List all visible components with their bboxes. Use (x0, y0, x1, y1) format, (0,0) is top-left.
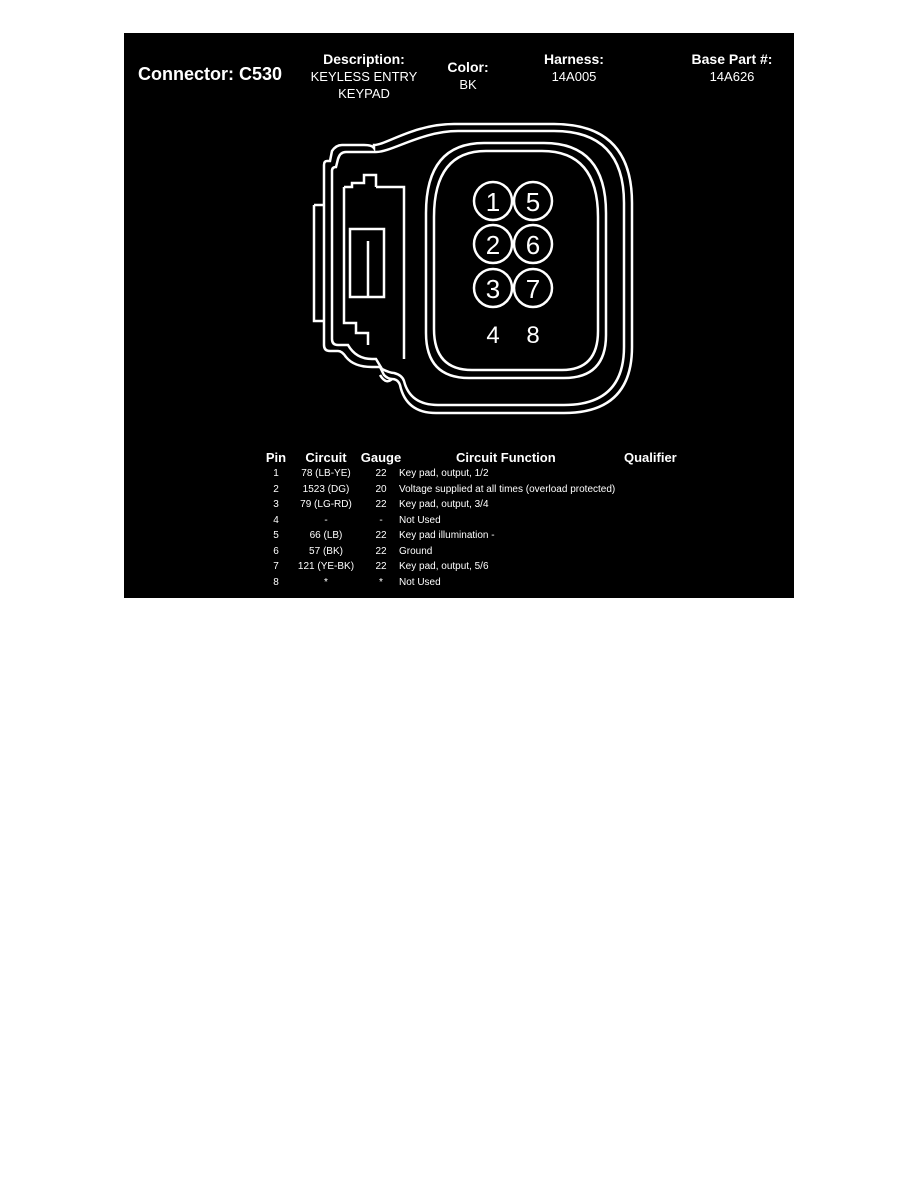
table-row: 6 57 (BK) 22 Ground (256, 546, 776, 561)
harness-label: Harness: (544, 51, 604, 67)
wire-gauge: 22 (375, 468, 387, 479)
circuit-id: 57 (BK) (309, 545, 343, 557)
circuit-id: 1523 (DG) (302, 483, 350, 495)
cavity-5: 5 (512, 180, 554, 222)
pin-number: 4 (273, 514, 279, 526)
table-row: 7 121 (YE-BK) 22 Key pad, output, 5/6 (256, 561, 776, 576)
cavity-5-label: 5 (526, 187, 540, 217)
header-circuit-function: Circuit Function (456, 450, 556, 465)
cavity-1: 1 (472, 180, 514, 222)
wire-gauge: 20 (375, 483, 387, 495)
cavity-6: 6 (512, 223, 554, 265)
pin-number: 6 (273, 545, 279, 557)
cavity-8-label: 8 (526, 322, 539, 349)
wire-gauge: * (379, 576, 383, 588)
header-pin: Pin (265, 450, 287, 465)
description-value: KEYLESS ENTRY KEYPAD (310, 69, 418, 101)
header-gauge: Gauge (360, 450, 402, 465)
pin-number: 3 (273, 499, 279, 510)
circuit-function: Ground (399, 545, 433, 557)
pin-table-header: Pin Circuit Gauge Circuit Function Quali… (256, 450, 776, 465)
pin-cavities: 1 5 2 6 3 7 4 8 (472, 180, 554, 349)
table-row: 3 79 (LG-RD) 22 Key pad, output, 3/4 (256, 499, 776, 514)
wire-gauge: 22 (375, 530, 387, 541)
circuit-id: - (324, 514, 328, 526)
wire-gauge: 22 (375, 545, 387, 557)
circuit-function: Key pad, output, 5/6 (399, 561, 489, 572)
table-row: 8 * * Not Used (256, 577, 776, 592)
table-row: 2 1523 (DG) 20 Voltage supplied at all t… (256, 484, 776, 499)
description-block: Description: KEYLESS ENTRY KEYPAD (304, 51, 424, 102)
color-label: Color: (447, 59, 489, 75)
circuit-id: 121 (YE-BK) (297, 561, 355, 572)
wire-gauge: 22 (375, 499, 387, 510)
circuit-id: 78 (LB-YE) (301, 468, 351, 479)
cavity-4-label: 4 (486, 322, 499, 349)
circuit-function: Voltage supplied at all times (overload … (399, 483, 616, 495)
header-circuit: Circuit (305, 450, 347, 465)
pin-number: 2 (273, 483, 279, 495)
cavity-3: 3 (472, 267, 514, 309)
cavity-2: 2 (472, 223, 514, 265)
color-block: Color: BK (438, 59, 498, 93)
circuit-id: * (324, 576, 328, 588)
connector-panel: Connector: C530 Description: KEYLESS ENT… (124, 33, 794, 598)
base-part-label: Base Part #: (691, 51, 773, 67)
circuit-function: Key pad, output, 1/2 (399, 468, 489, 479)
table-row: 4 - - Not Used (256, 515, 776, 530)
circuit-id: 79 (LG-RD) (300, 499, 352, 510)
cavity-7: 7 (512, 267, 554, 309)
cavity-2-label: 2 (486, 230, 500, 260)
connector-title: Connector: C530 (138, 64, 283, 84)
cavity-1-label: 1 (486, 187, 500, 217)
cavity-7-label: 7 (526, 274, 540, 304)
connector-face-diagram: 1 5 2 6 3 7 4 8 (312, 122, 634, 415)
description-label: Description: (323, 51, 405, 67)
base-part-block: Base Part #: 14A626 (682, 51, 782, 85)
circuit-id: 66 (LB) (309, 530, 343, 541)
harness-block: Harness: 14A005 (524, 51, 624, 85)
color-value: BK (459, 77, 477, 92)
circuit-function: Not Used (399, 514, 441, 526)
harness-value: 14A005 (551, 69, 597, 84)
wire-gauge: - (379, 514, 383, 526)
pin-number: 7 (273, 561, 279, 572)
pin-number: 5 (273, 530, 279, 541)
pin-number: 1 (273, 468, 279, 479)
wire-gauge: 22 (375, 561, 387, 572)
table-row: 1 78 (LB-YE) 22 Key pad, output, 1/2 (256, 468, 776, 483)
circuit-function: Key pad, output, 3/4 (399, 499, 489, 510)
pin-number: 8 (273, 576, 279, 588)
cavity-6-label: 6 (526, 230, 540, 260)
connector-housing (312, 122, 634, 415)
header-qualifier: Qualifier (624, 450, 677, 465)
cavity-3-label: 3 (486, 274, 500, 304)
table-row: 5 66 (LB) 22 Key pad illumination - (256, 530, 776, 545)
circuit-function: Key pad illumination - (399, 530, 495, 541)
base-part-value: 14A626 (709, 69, 755, 84)
circuit-function: Not Used (399, 576, 441, 588)
